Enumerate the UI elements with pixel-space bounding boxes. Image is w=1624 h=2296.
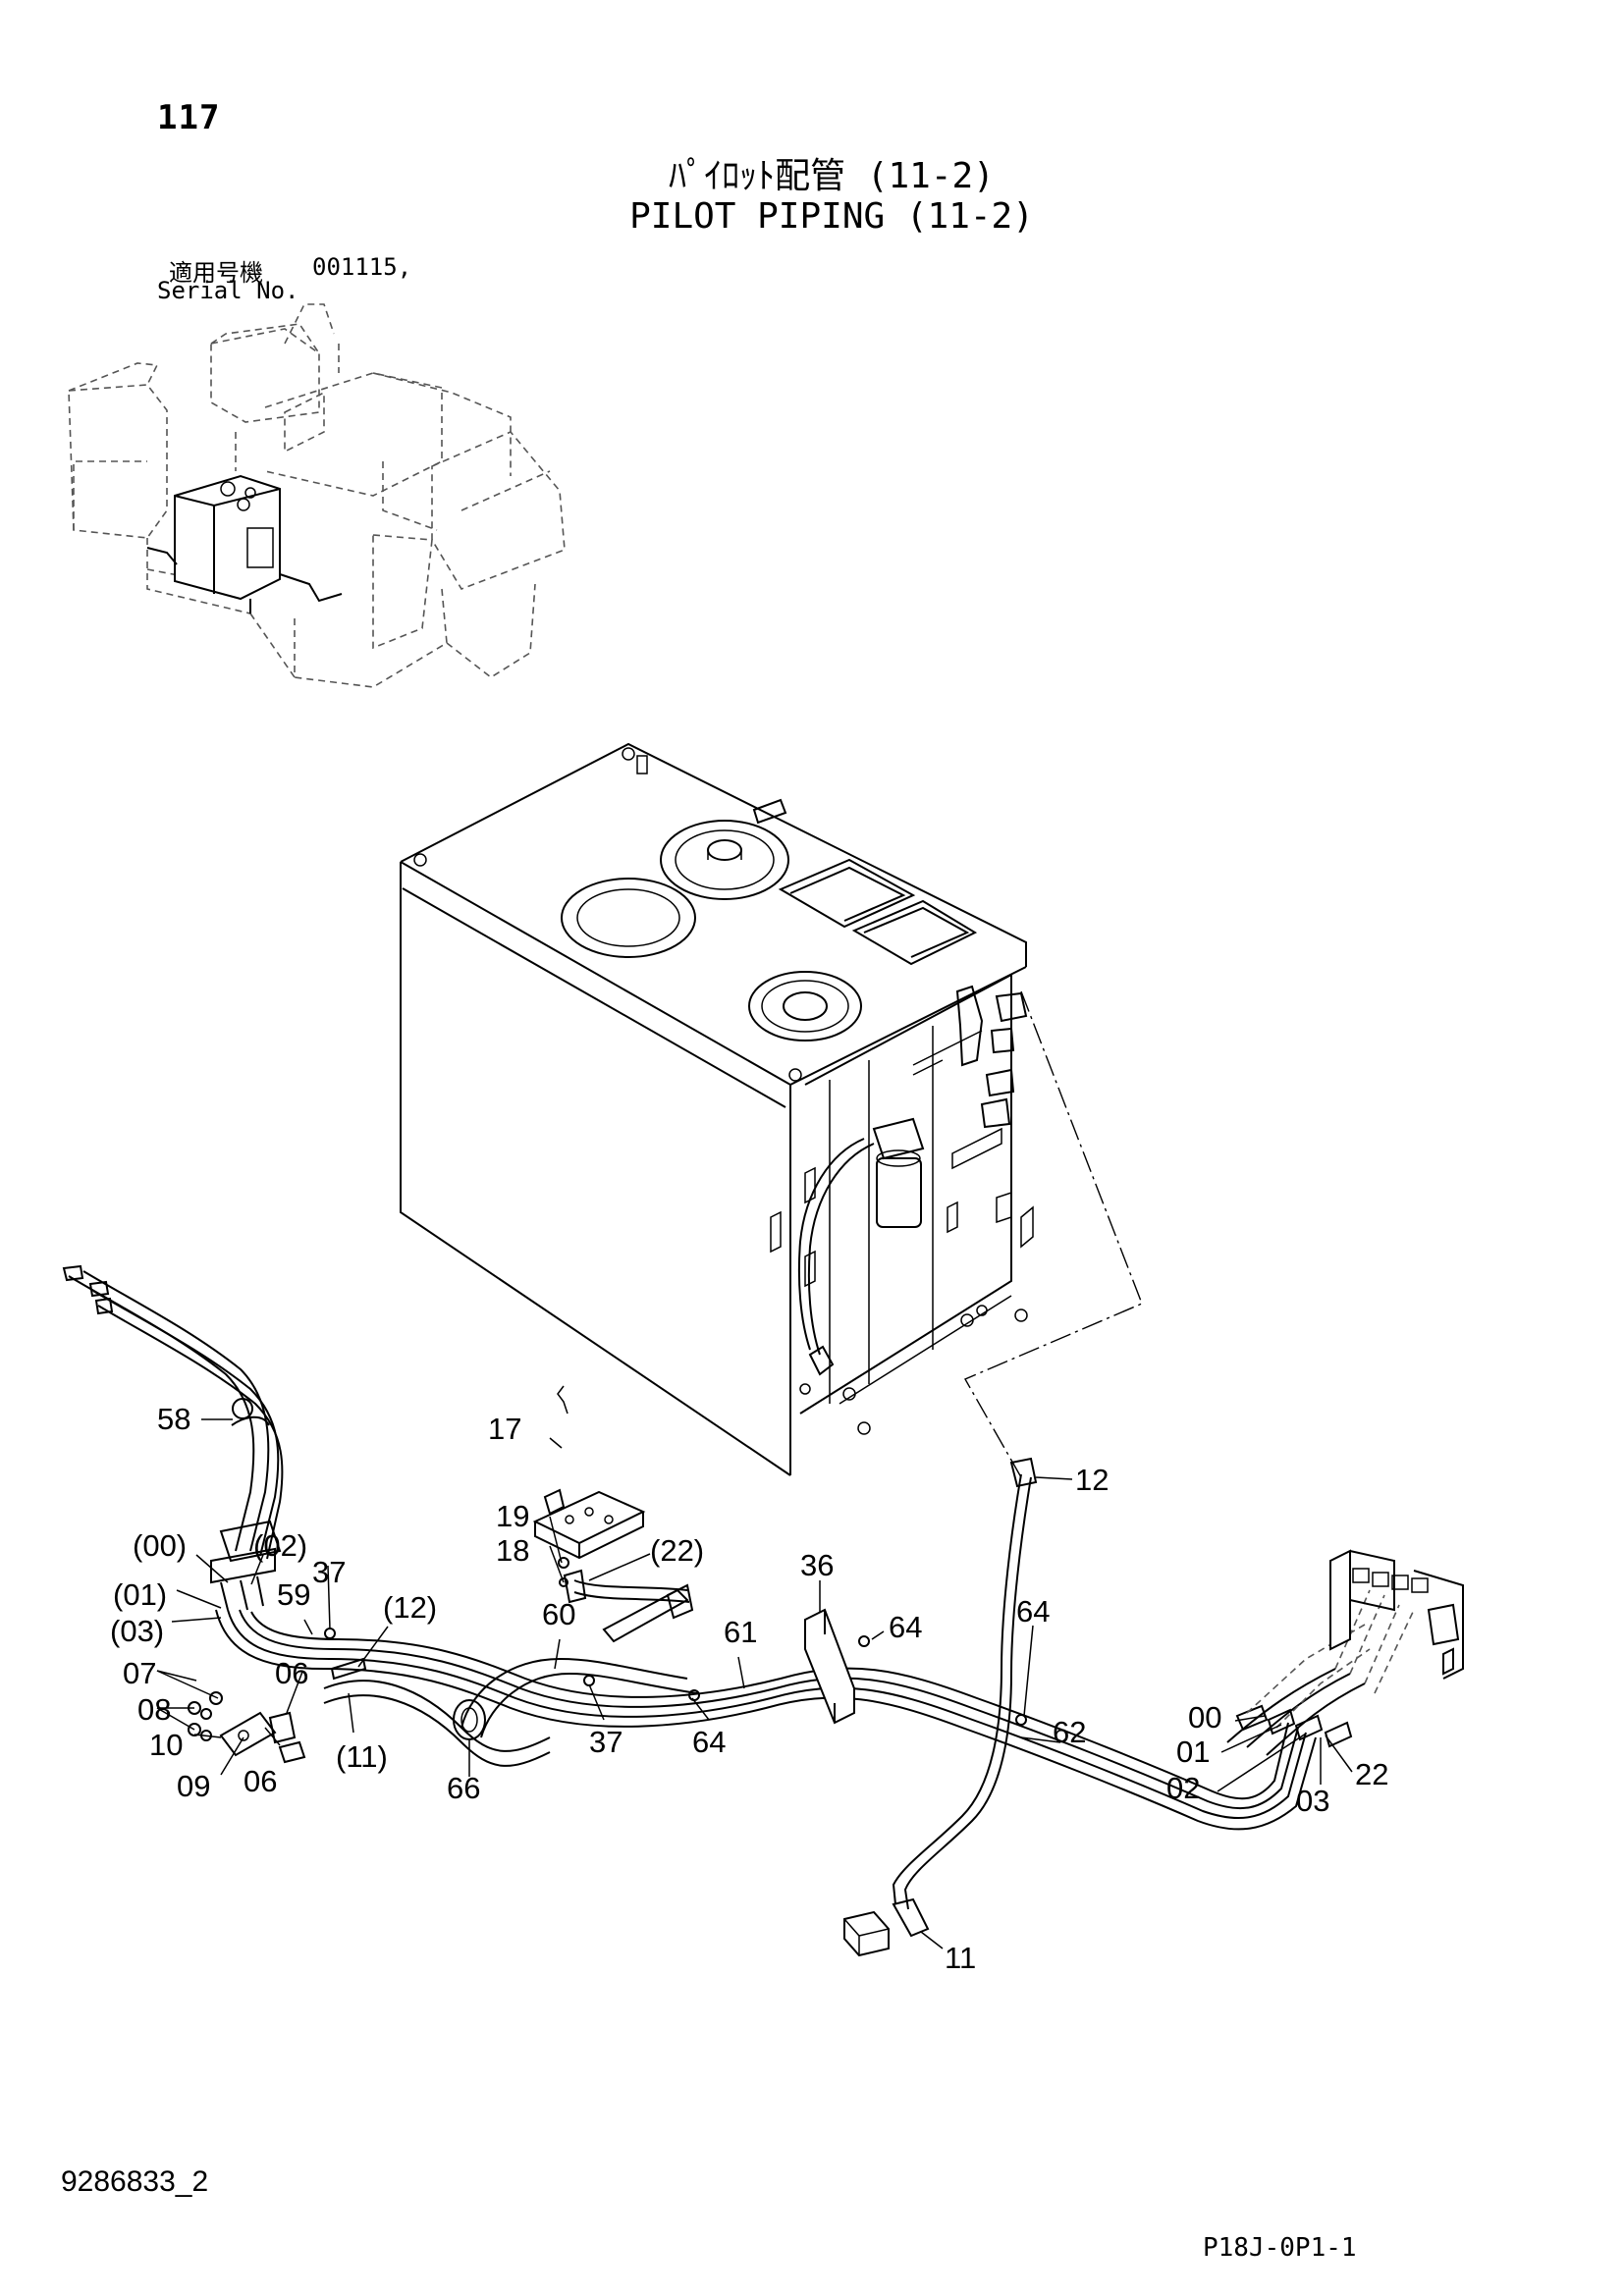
- callout-12: 12: [1075, 1463, 1109, 1497]
- callout-58: 58: [157, 1402, 190, 1436]
- callout-01-ref: (01): [113, 1577, 167, 1612]
- callout-59: 59: [277, 1577, 310, 1612]
- hydraulic-tank: [400, 742, 1034, 1476]
- callout-00: 00: [1188, 1700, 1221, 1735]
- callout-22-ref: (22): [650, 1533, 704, 1568]
- routing-chain-line: [964, 990, 1143, 1478]
- callout-02: 02: [1166, 1771, 1200, 1805]
- callout-17: 17: [488, 1412, 521, 1446]
- callout-12-ref: (12): [383, 1590, 437, 1625]
- callout-64-upper: 64: [889, 1610, 922, 1644]
- small-parts: [188, 1398, 1027, 1764]
- callout-09: 09: [177, 1769, 210, 1803]
- callout-64-middle: 64: [692, 1725, 726, 1759]
- callout-06-upper: 06: [275, 1656, 308, 1690]
- callout-22: 22: [1355, 1757, 1388, 1791]
- callout-37-lower: 37: [589, 1725, 623, 1759]
- callout-02-ref: (02): [253, 1528, 307, 1563]
- callout-10: 10: [149, 1728, 183, 1762]
- serial-value: 001115,: [312, 253, 412, 281]
- callout-62: 62: [1053, 1715, 1086, 1749]
- callout-11-ref: (11): [336, 1739, 388, 1774]
- callout-66: 66: [447, 1771, 480, 1805]
- callout-01: 01: [1176, 1735, 1210, 1769]
- callout-11: 11: [945, 1941, 976, 1975]
- serial-label-english: Serial No.: [157, 277, 299, 304]
- leader-lines: [156, 1385, 1353, 1949]
- callout-64-right: 64: [1016, 1594, 1050, 1629]
- machine-locator-view: [68, 303, 566, 688]
- serial-label-japanese: 適用号機: [169, 259, 263, 287]
- callout-60: 60: [542, 1597, 575, 1631]
- title-japanese: ﾊﾟｲﾛｯﾄ配管 (11-2): [669, 156, 995, 196]
- callout-19: 19: [496, 1499, 529, 1533]
- hose-bundle: [62, 1264, 1464, 1957]
- document-code: 9286833_2: [61, 2165, 209, 2198]
- callout-36: 36: [800, 1548, 834, 1582]
- title-english: PILOT PIPING (11-2): [629, 196, 1034, 237]
- callout-03-ref: (03): [110, 1614, 164, 1648]
- page-number: 117: [157, 98, 221, 137]
- callout-61: 61: [724, 1615, 757, 1649]
- callout-07: 07: [123, 1656, 156, 1690]
- callout-06-lower: 06: [244, 1764, 277, 1798]
- callout-00-ref: (00): [133, 1528, 187, 1563]
- callout-37-upper: 37: [312, 1555, 346, 1589]
- callout-18: 18: [496, 1533, 529, 1568]
- callout-08: 08: [137, 1692, 171, 1727]
- callout-03: 03: [1296, 1784, 1329, 1818]
- sheet-code: P18J-0P1-1: [1203, 2233, 1357, 2263]
- callout-labels: 58 17 19 18 (22) (00) (02) 37 (01) 59 (1…: [110, 1402, 1388, 1975]
